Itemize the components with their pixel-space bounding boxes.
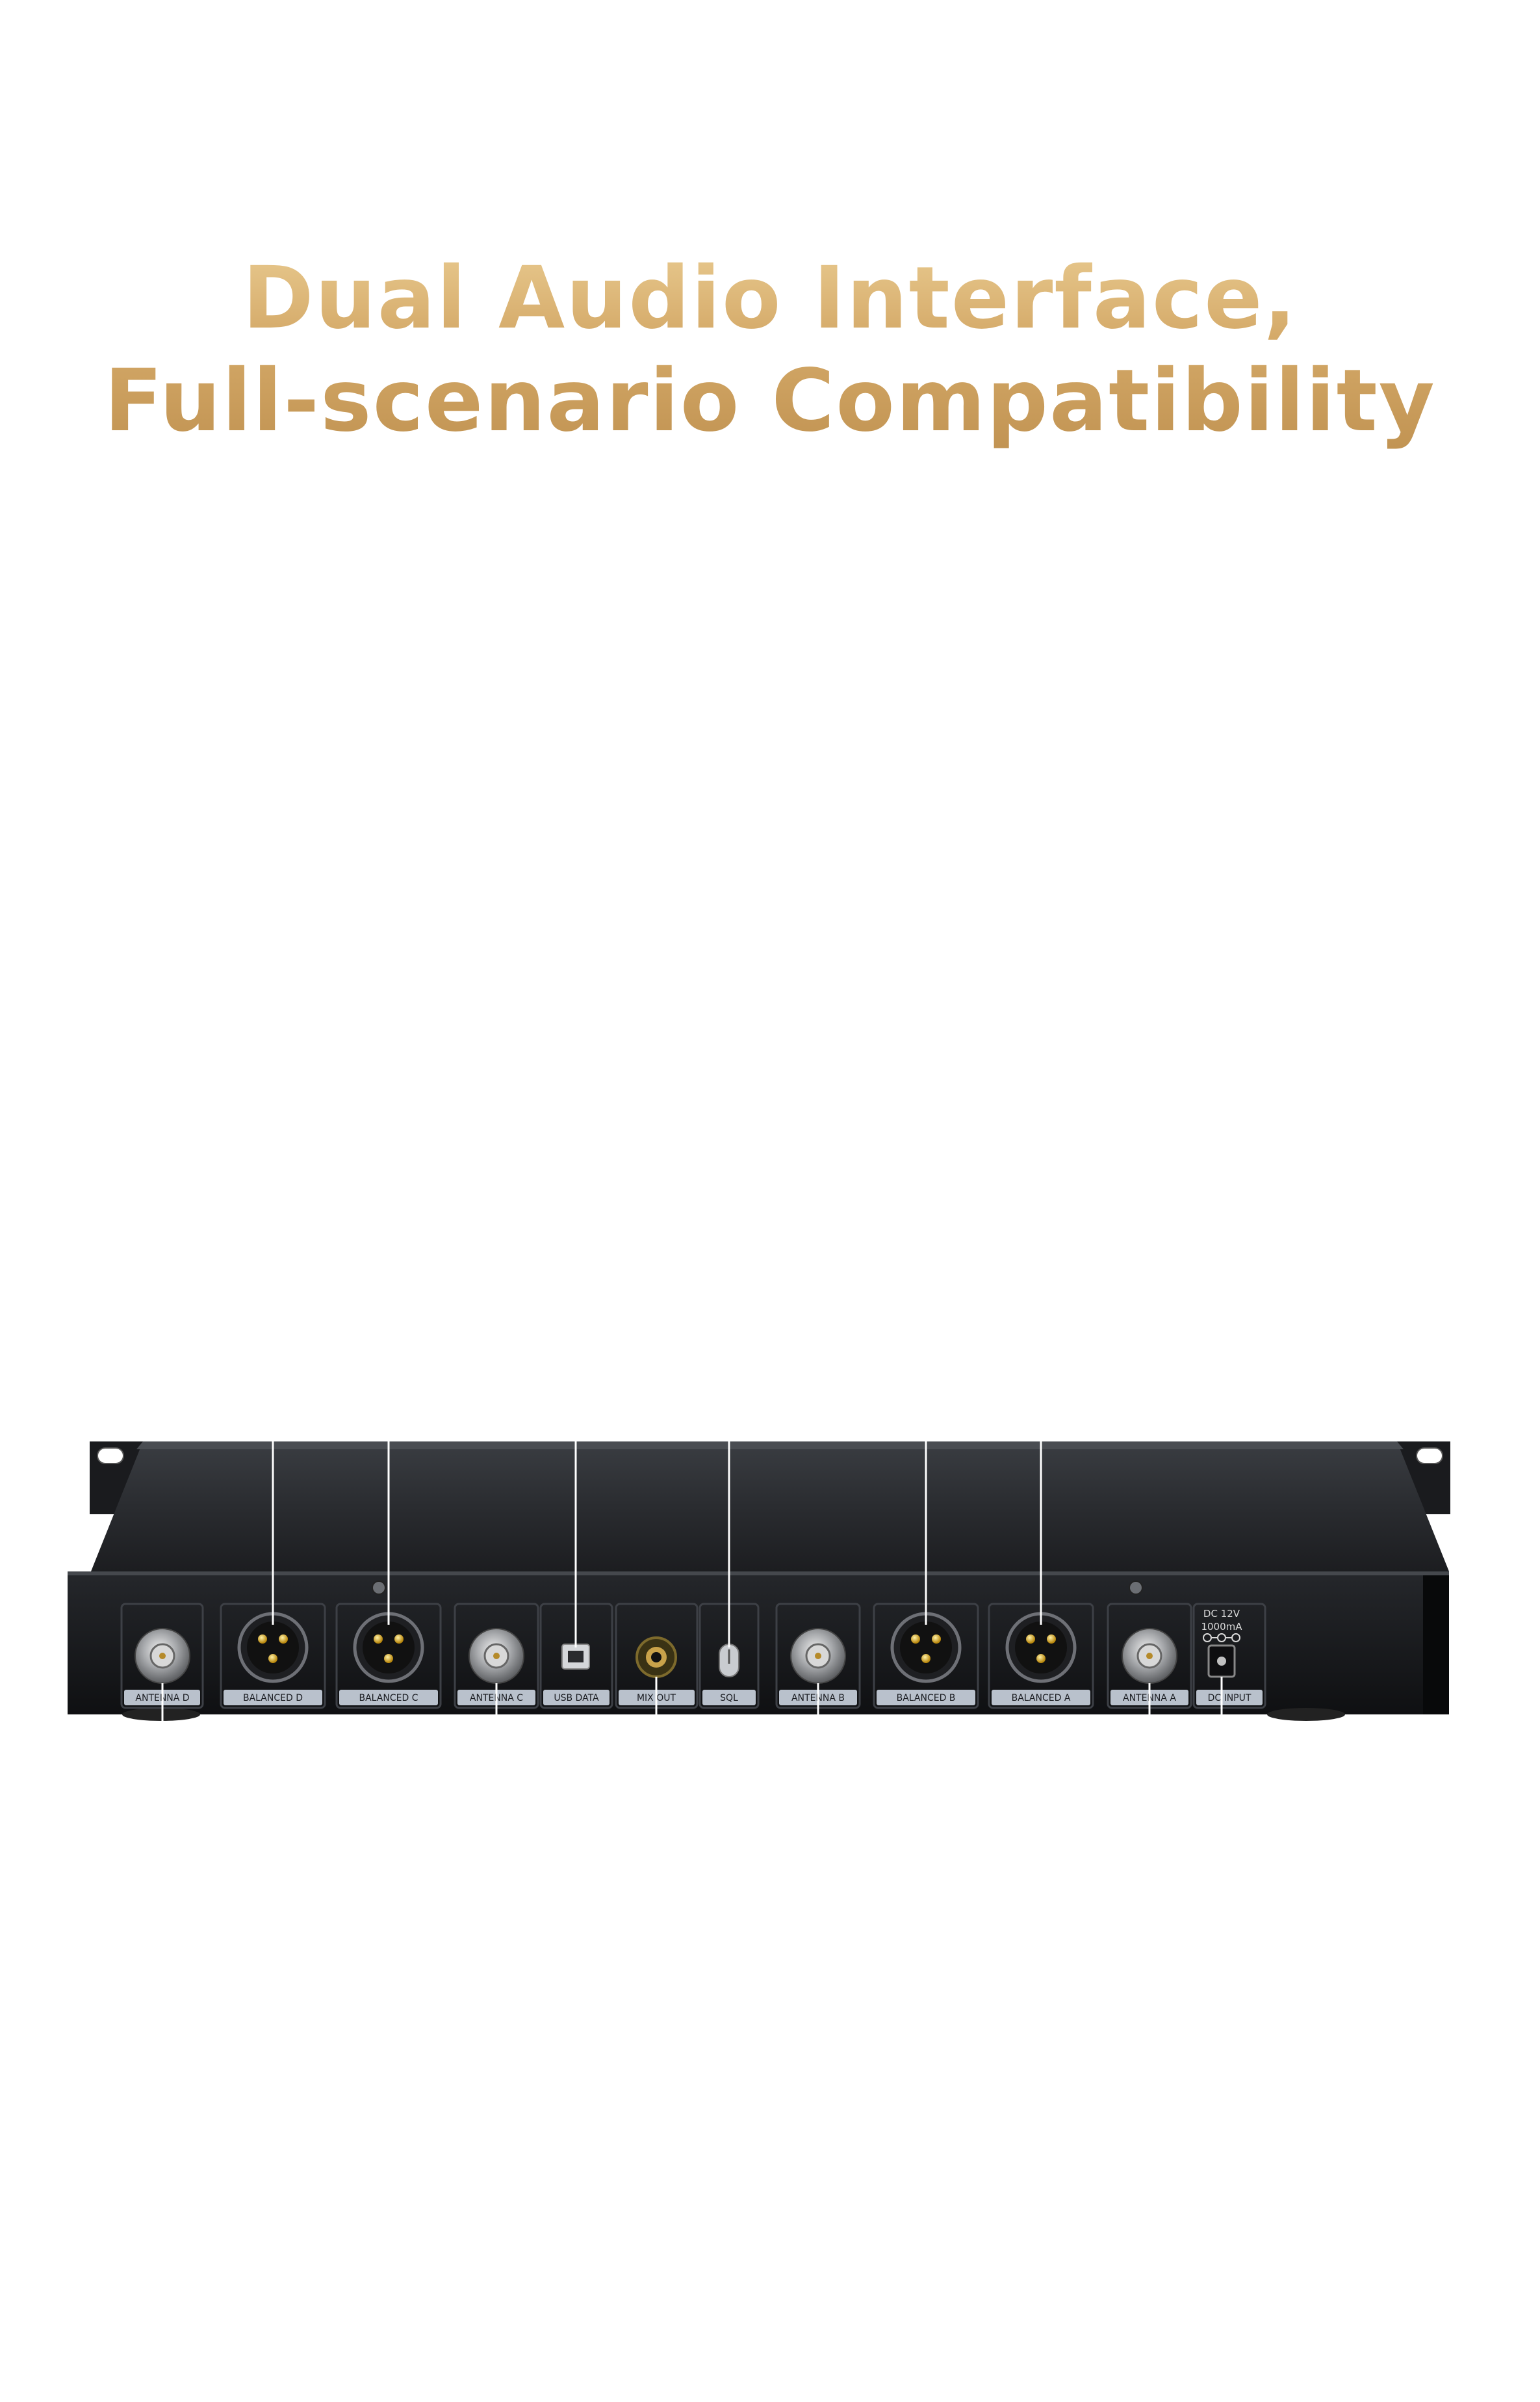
dc-input-port xyxy=(1207,1644,1236,1678)
callout-lines xyxy=(161,1441,1223,1729)
antenna-b-bnc xyxy=(790,1628,846,1684)
balanced-a-xlr xyxy=(1005,1612,1077,1683)
chassis-top xyxy=(91,1441,1449,1571)
balanced-d-xlr xyxy=(237,1612,309,1683)
antenna-a-bnc xyxy=(1122,1628,1177,1684)
mix-out-jack xyxy=(635,1636,677,1678)
sql-knob xyxy=(719,1644,739,1677)
antenna-d-bnc xyxy=(135,1628,190,1684)
port-label-sql: SQL xyxy=(720,1693,738,1703)
port-label-balanced-c: BALANCED C xyxy=(359,1693,418,1703)
balanced-c-xlr xyxy=(353,1612,424,1683)
port-label-balanced-a: BALANCED A xyxy=(1012,1693,1071,1703)
port-label-balanced-d: BALANCED D xyxy=(243,1693,303,1703)
power-rating-line-2: 1000mA xyxy=(1201,1621,1242,1633)
usb-data-port xyxy=(561,1644,590,1670)
polarity-symbol xyxy=(1203,1633,1240,1642)
port-label-usb-data: USB DATA xyxy=(554,1693,599,1703)
antenna-c-bnc xyxy=(468,1628,524,1684)
port-label-balanced-b: BALANCED B xyxy=(897,1693,956,1703)
port-label-dc-input: DC INPUT xyxy=(1208,1693,1251,1703)
power-rating-line-1: DC 12V xyxy=(1203,1608,1240,1620)
